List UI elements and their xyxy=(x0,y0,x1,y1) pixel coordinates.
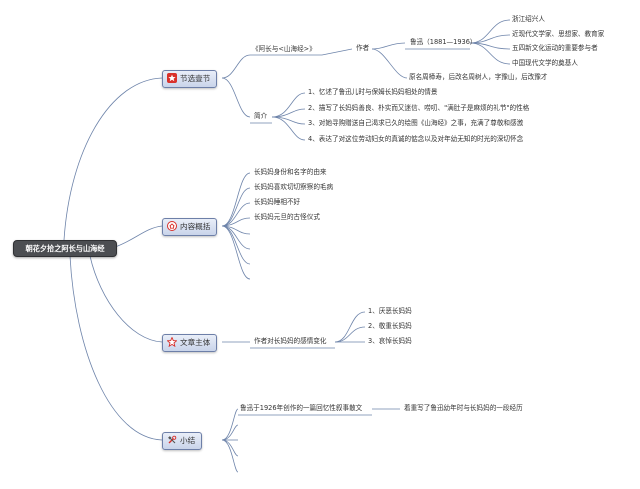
connector-excerpt-source xyxy=(221,54,251,79)
connector-intro-item-1 xyxy=(271,108,306,118)
connector-intro-item-3 xyxy=(271,116,306,141)
connector-author-fact-0 xyxy=(469,19,511,44)
root-node[interactable]: 朝花夕拾之阿长与山海经 xyxy=(13,240,117,257)
connector-summary-item-2 xyxy=(221,202,251,227)
branch-summary-label: 内容概括 xyxy=(180,222,211,231)
author-fact-0[interactable]: 浙江绍兴人 xyxy=(512,15,545,23)
star-icon xyxy=(167,73,177,83)
branch-excerpt-label: 节选壹节 xyxy=(180,74,211,83)
connector-conclusion-empty-0 xyxy=(221,424,239,441)
tools-icon xyxy=(167,435,177,445)
intro-item-1[interactable]: 2、描写了长妈妈善良、朴实而又迷信、唠叨、"满肚子是麻烦的礼节"的性格 xyxy=(308,104,530,112)
intro-item-2[interactable]: 3、对她寻购赠送自己渴求已久的绘图《山海经》之事，充满了尊敬和感激 xyxy=(308,119,524,127)
connector-author-fact-3 xyxy=(469,42,511,65)
author-name[interactable]: 鲁迅（1881—1936） xyxy=(410,38,477,46)
theme-subject[interactable]: 作者对长妈妈的感情变化 xyxy=(254,337,327,345)
connector-author-original xyxy=(371,48,408,79)
author-original-name[interactable]: 原名周樟寿，后改名周树人，字豫山，后改豫才 xyxy=(409,73,548,81)
branch-conclusion-label: 小结 xyxy=(180,436,196,445)
intro-item-3[interactable]: 4、表达了对这位劳动妇女的真诚的惦念以及对年幼无知的时光的深切怀念 xyxy=(308,135,524,143)
star-outline-icon xyxy=(167,337,177,347)
branch-theme-label: 文章主体 xyxy=(180,338,211,347)
connector-root-theme xyxy=(89,255,163,343)
summary-item-0[interactable]: 长妈妈身份和名字的由来 xyxy=(254,168,327,176)
connector-root-summary xyxy=(114,225,163,248)
connector-summary-item-0 xyxy=(221,172,251,227)
summary-item-3[interactable]: 长妈妈元旦的古怪仪式 xyxy=(254,213,320,221)
author-fact-2[interactable]: 五四新文化运动的重要参与者 xyxy=(512,44,598,52)
branch-theme[interactable]: 文章主体 xyxy=(162,334,218,352)
author-fact-3[interactable]: 中国现代文学的奠基人 xyxy=(512,59,578,67)
intro-label[interactable]: 简介 xyxy=(254,112,268,120)
excerpt-source[interactable]: 《阿长与<山海经>》 xyxy=(252,45,316,53)
author-label[interactable]: 作者 xyxy=(356,44,370,52)
author-fact-1[interactable]: 近现代文学家、思想家、教育家 xyxy=(512,30,605,38)
connector-excerpt-intro xyxy=(221,77,251,118)
summary-item-1[interactable]: 长妈妈喜欢切切察察的毛病 xyxy=(254,183,334,191)
connector-author-name xyxy=(371,42,406,50)
intro-item-0[interactable]: 1、忆述了鲁迅儿时与保姆长妈妈相处的情景 xyxy=(308,88,438,96)
connector-subject-item-0 xyxy=(334,311,366,343)
conclusion-detail[interactable]: 着重写了鲁迅幼年时与长妈妈的一段经历 xyxy=(404,404,523,412)
connector-conclusion-text xyxy=(221,408,239,441)
connector-intro-item-0 xyxy=(271,92,306,118)
branch-conclusion[interactable]: 小结 xyxy=(162,432,203,450)
connector-summary-item-3 xyxy=(221,217,251,227)
connector-root-excerpt xyxy=(63,77,163,241)
branch-excerpt[interactable]: 节选壹节 xyxy=(162,70,218,88)
connector-summary-empty-3 xyxy=(221,225,251,280)
connector-conclusion-empty-3 xyxy=(221,439,239,473)
branch-summary[interactable]: 内容概括 xyxy=(162,218,218,236)
connector-subject-item-1 xyxy=(334,326,366,343)
summary-item-2[interactable]: 长妈妈睡相不好 xyxy=(254,198,301,206)
connector-summary-empty-2 xyxy=(221,225,251,265)
connector-summary-item-1 xyxy=(221,187,251,227)
home-icon xyxy=(167,221,177,231)
theme-item-1[interactable]: 2、敬重长妈妈 xyxy=(368,322,412,330)
conclusion-text[interactable]: 鲁迅于1926年创作的一篇回忆性叙事散文 xyxy=(240,404,363,412)
connector-root-conclusion xyxy=(69,255,163,441)
connector-source-author xyxy=(321,48,353,56)
theme-item-0[interactable]: 1、厌恶长妈妈 xyxy=(368,307,412,315)
theme-item-2[interactable]: 3、哀悼长妈妈 xyxy=(368,337,412,345)
